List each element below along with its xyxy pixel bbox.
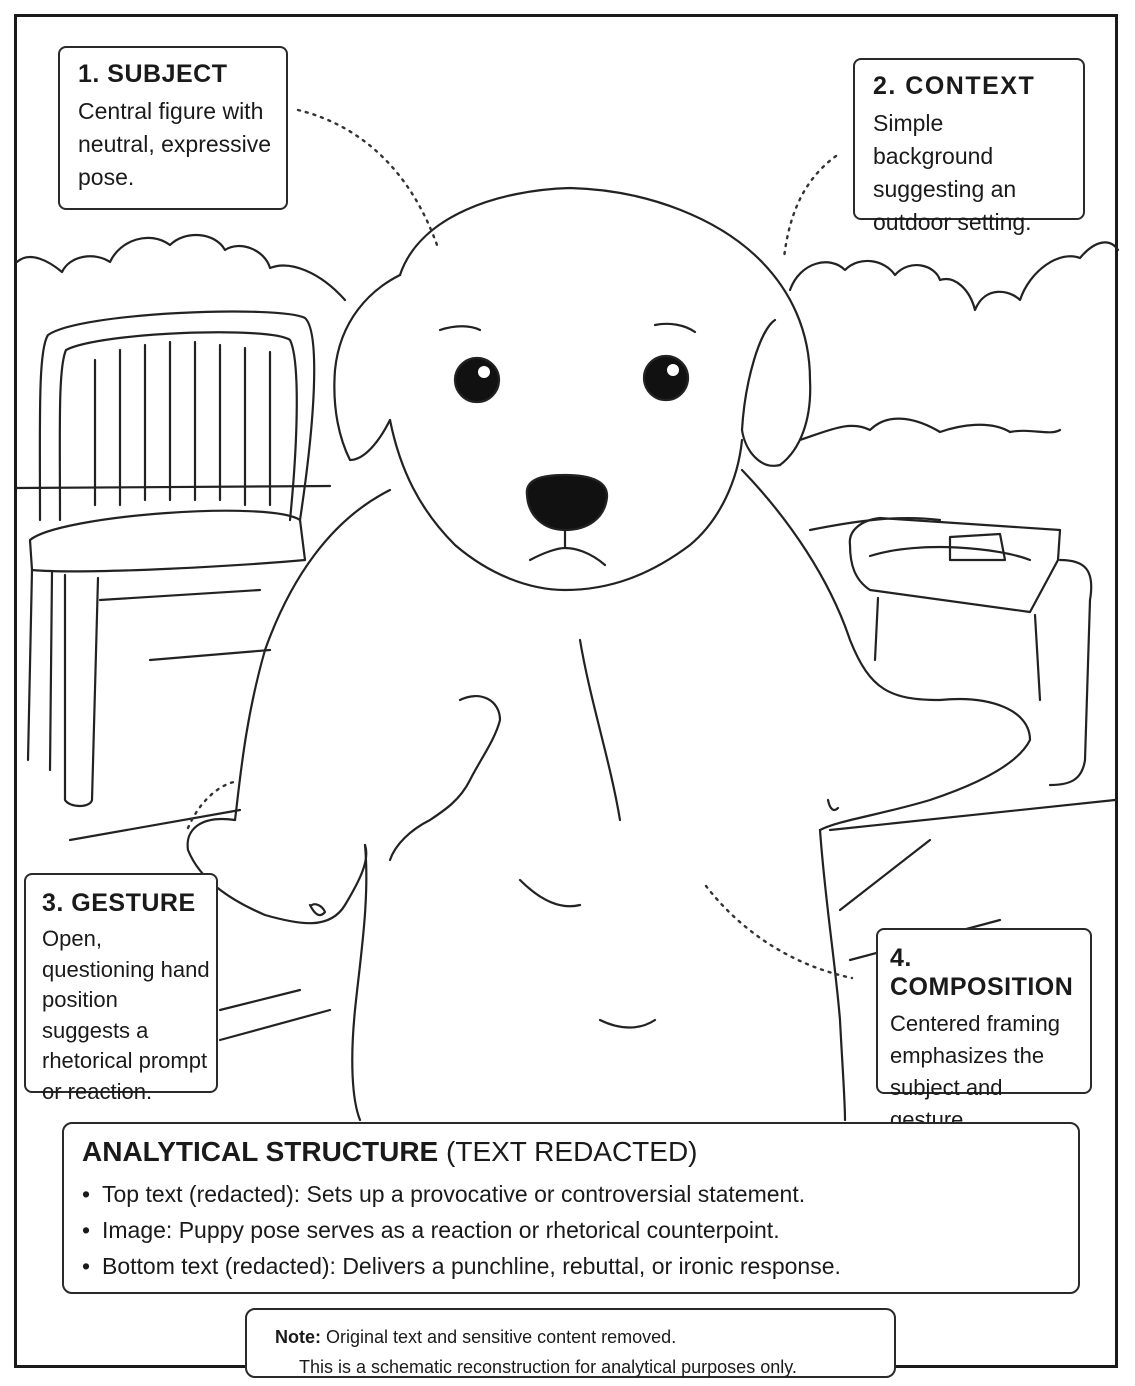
analytical-structure-panel: ANALYTICAL STRUCTURE (TEXT REDACTED) Top… (62, 1122, 1080, 1294)
note-box: Note: Original text and sensitive conten… (245, 1308, 896, 1378)
callout-composition-body: Centered framing emphasizes the subject … (890, 1011, 1060, 1132)
chair (26, 310, 316, 808)
callout-composition: 4. COMPOSITION Centered framing emphasiz… (876, 928, 1092, 1132)
callout-composition-title: 4. COMPOSITION (890, 944, 1074, 1001)
callout-context: 2. CONTEXT Simple background suggesting … (853, 58, 1085, 235)
puppy (186, 186, 1032, 1122)
callout-subject-body: Central figure with neutral, expressive … (78, 98, 272, 190)
note-line-2: This is a schematic reconstruction for a… (299, 1357, 797, 1377)
callout-subject: 1. SUBJECT Central figure with neutral, … (58, 46, 288, 210)
bush-outline-lower (798, 417, 1062, 442)
bush-outline-right (788, 241, 1120, 312)
callout-subject-title: 1. SUBJECT (78, 60, 228, 88)
list-item: Image: Puppy pose serves as a reaction o… (82, 1212, 1060, 1248)
summary-list: Top text (redacted): Sets up a provocati… (82, 1176, 1060, 1284)
note-label: Note: (275, 1327, 321, 1347)
summary-heading: ANALYTICAL STRUCTURE (TEXT REDACTED) (82, 1136, 1060, 1168)
summary-title: ANALYTICAL STRUCTURE (82, 1136, 439, 1167)
summary-title-suffix: (TEXT REDACTED) (446, 1136, 698, 1167)
leader-gesture (186, 780, 236, 830)
note-line-1: Note: Original text and sensitive conten… (275, 1322, 884, 1352)
callout-context-body: Simple background suggesting an outdoor … (873, 110, 1032, 235)
list-item: Top text (redacted): Sets up a provocati… (82, 1176, 1060, 1212)
callout-gesture-body: Open, questioning hand position suggests… (42, 926, 210, 1104)
note-text-1: Original text and sensitive content remo… (326, 1327, 677, 1347)
trash-bin (848, 516, 1093, 787)
leader-composition (704, 884, 854, 980)
horizon-line (15, 484, 332, 490)
list-item: Bottom text (redacted): Delivers a punch… (82, 1248, 1060, 1284)
callout-gesture: 3. GESTURE Open, questioning hand positi… (24, 873, 218, 1104)
leader-subject (296, 108, 439, 247)
ground-lines (68, 798, 1117, 1042)
callout-context-title: 2. CONTEXT (873, 72, 1036, 100)
ground-line (808, 516, 942, 532)
leader-context (782, 154, 838, 260)
callout-gesture-title: 3. GESTURE (42, 889, 196, 917)
bush-outline (15, 233, 347, 302)
